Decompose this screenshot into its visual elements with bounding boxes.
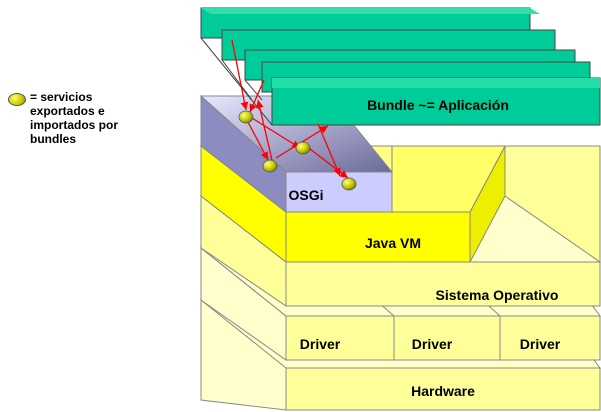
- arrow-3: [249, 79, 265, 113]
- arrow-7: [305, 145, 349, 179]
- legend: = servicios exportados e importados por …: [8, 90, 148, 146]
- service-dots: [238, 110, 357, 191]
- driver-label-2: Driver: [412, 336, 453, 352]
- os-label: Sistema Operativo: [436, 287, 559, 303]
- service-arrows: [231, 39, 349, 179]
- service-dot-icon: [341, 177, 357, 191]
- service-dot-icon: [8, 93, 26, 106]
- service-dot-icon: [238, 110, 254, 124]
- arrow-2: [251, 117, 301, 149]
- arrow-1: [231, 39, 249, 111]
- bundle-label: Bundle ~= Aplicación: [367, 97, 509, 113]
- service-dot-icon: [295, 141, 311, 155]
- osgi-label: OSGi: [288, 187, 323, 203]
- arrow-4: [247, 121, 269, 161]
- driver-label-1: Driver: [300, 336, 341, 352]
- arrow-5: [255, 99, 273, 161]
- legend-text: = servicios exportados e importados por …: [30, 90, 119, 146]
- jvm-label: Java VM: [365, 235, 421, 251]
- hardware-label: Hardware: [411, 383, 475, 399]
- service-dot-icon: [262, 159, 278, 173]
- right-column: [504, 145, 601, 263]
- arrow-8: [317, 123, 341, 177]
- driver-label-3: Driver: [520, 336, 561, 352]
- bundle-layer: Bundle ~= Aplicación: [200, 7, 601, 126]
